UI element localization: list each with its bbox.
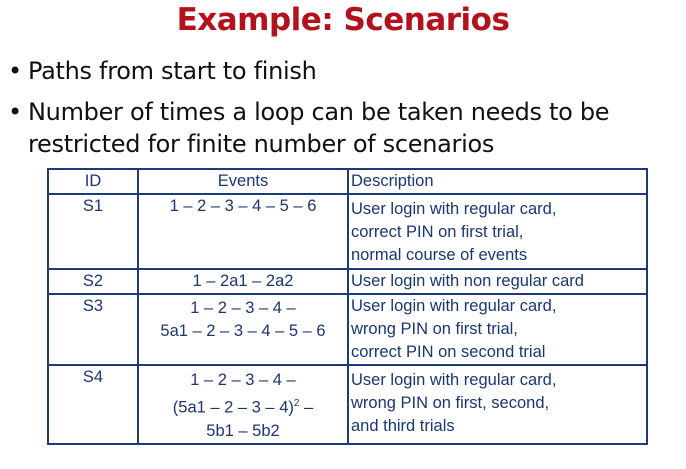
events-line: 1 – 2 – 3 – 4 – [190, 371, 296, 389]
cell-description: User login with regular card, wrong PIN o… [347, 364, 648, 445]
table-row: S3 1 – 2 – 3 – 4 – 5a1 – 2 – 3 – 4 – 5 – … [47, 293, 648, 366]
table-row: S2 1 – 2a1 – 2a2 User login with non reg… [47, 268, 648, 295]
bullet-dot-icon: • [8, 57, 22, 85]
cell-id: S2 [47, 268, 139, 295]
exponent: 2 [293, 398, 300, 409]
description-line: and third trials [351, 417, 455, 435]
bullet-item: •Paths from start to finish [8, 55, 317, 87]
bullet-text: restricted for finite number of scenario… [28, 130, 495, 158]
description-line: User login with regular card, [351, 371, 557, 389]
description-line: normal course of events [351, 246, 528, 264]
bullet-text: Number of times a loop can be taken need… [28, 98, 610, 126]
header-id: ID [47, 168, 139, 195]
cell-events: 1 – 2a1 – 2a2 [137, 268, 349, 295]
cell-id: S1 [47, 193, 139, 270]
events-line: 1 – 2a1 – 2a2 [192, 272, 294, 290]
cell-description: User login with regular card, wrong PIN o… [347, 293, 648, 366]
header-events: Events [137, 168, 349, 195]
description-line: correct PIN on first trial, [351, 223, 524, 241]
description-line: correct PIN on second trial [351, 343, 546, 361]
events-line: 1 – 2 – 3 – 4 – 5 – 6 [169, 197, 317, 215]
header-description: Description [347, 168, 648, 195]
table-row: S4 1 – 2 – 3 – 4 – (5a1 – 2 – 3 – 4)2 – 5b… [47, 364, 648, 445]
cell-id: S3 [47, 293, 139, 366]
cell-events: 1 – 2 – 3 – 4 – 5a1 – 2 – 3 – 4 – 5 – 6 [137, 293, 349, 366]
bullet-text: Paths from start to finish [28, 57, 317, 85]
events-line: 1 – 2 – 3 – 4 – [190, 299, 296, 317]
description-line: wrong PIN on first, second, [351, 394, 550, 412]
description-line: wrong PIN on first trial, [351, 320, 518, 338]
slide-title: Example: Scenarios [176, 2, 510, 38]
bullet-item: •Number of times a loop can be taken nee… [8, 96, 610, 160]
bullet-dot-icon: • [8, 98, 22, 126]
events-line: 5b1 – 5b2 [206, 421, 280, 440]
description-line: User login with regular card, [351, 200, 557, 218]
table-row: S1 1 – 2 – 3 – 4 – 5 – 6 User login with… [47, 193, 648, 270]
description-line: User login with regular card, [351, 297, 557, 315]
cell-events: 1 – 2 – 3 – 4 – (5a1 – 2 – 3 – 4)2 – 5b1 –… [137, 364, 349, 445]
events-line: 5a1 – 2 – 3 – 4 – 5 – 6 [160, 322, 326, 340]
cell-events: 1 – 2 – 3 – 4 – 5 – 6 [137, 193, 349, 270]
description-line: User login with non regular card [351, 272, 584, 290]
scenarios-table: ID Events Description S1 1 – 2 – 3 – 4 –… [47, 168, 648, 445]
table-header-row: ID Events Description [47, 168, 648, 195]
events-line: (5a1 – 2 – 3 – 4)2 – [172, 398, 314, 417]
cell-id: S4 [47, 364, 139, 445]
cell-description: User login with non regular card [347, 268, 648, 295]
cell-description: User login with regular card, correct PIN… [347, 193, 648, 270]
